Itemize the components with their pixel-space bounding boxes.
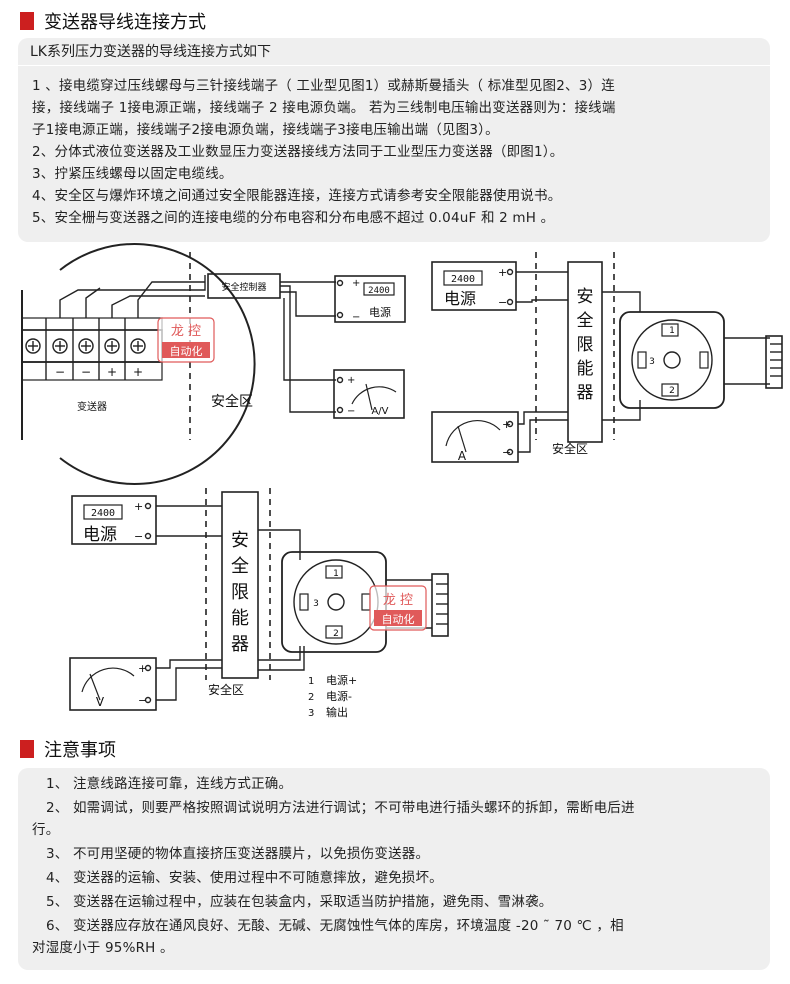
d3-limiter-char-2: 全 [231, 556, 249, 577]
wiring-line-7: 5、安全栅与变送器之间的连接电缆的分布电容和分布电感不超过 0.04uF 和 2… [32, 210, 555, 226]
d3-pin-1: 1 [333, 569, 339, 579]
d1-meter-minus: − [347, 406, 355, 417]
d1-meter-plus: + [347, 375, 355, 386]
d2-limiter-char-2: 全 [577, 311, 594, 331]
meter-box-v [69, 657, 157, 711]
section-title-notes: 注意事项 [20, 736, 116, 762]
d2-pin-2: 2 [669, 386, 675, 396]
wiring-line-6: 4、安全区与爆炸环境之间通过安全限能器连接，连接方式请参考安全限能器使用说书。 [32, 188, 562, 204]
d3-pin-2: 2 [333, 629, 339, 639]
safety-limiter-box-2 [567, 261, 603, 443]
d3-limiter-char-5: 器 [231, 634, 249, 655]
notes-box: 1、 注意线路连接可靠，连线方式正确。 2、 如需调试，则要严格按照调试说明方法… [18, 768, 770, 970]
d3-legend-num-3: 3 [308, 708, 314, 719]
wiring-line-5: 3、拧紧压线螺母以固定电缆线。 [32, 166, 233, 182]
d2-power-plus: + [498, 266, 507, 279]
wiring-note-heading: LK系列压力变送器的导线连接方式如下 [18, 38, 770, 66]
wiring-note-box: LK系列压力变送器的导线连接方式如下 1 、接电缆穿过压线螺母与三针接线端子（ … [18, 38, 770, 242]
power-supply-box [334, 275, 406, 323]
d3-display-readout: 2400 [91, 508, 115, 519]
diagram-1 [21, 243, 406, 485]
d3-safe-zone-label: 安全区 [208, 682, 244, 697]
watermark-1-top: 龙 控 [171, 324, 201, 339]
d2-meter-plus: + [502, 418, 511, 431]
d3-power-plus: + [134, 500, 143, 513]
d1-sign-2: − [81, 365, 91, 379]
d2-safe-zone-label: 安全区 [552, 441, 588, 456]
watermark-2-bottom: 自动化 [382, 612, 415, 626]
hirschmann-connector-2 [619, 311, 725, 409]
section-marker [20, 12, 34, 30]
section-title-text: 变送器导线连接方式 [44, 12, 206, 33]
d2-power-label: 电源 [444, 289, 476, 308]
d3-legend-label-3: 输出 [326, 705, 348, 719]
d3-meter-label: V [96, 695, 105, 709]
note-line-2: 2、 如需调试，则要严格按照调试说明方法进行调试；不可带电进行插头螺环的拆卸，需… [46, 800, 635, 816]
watermark-2-top: 龙 控 [383, 593, 413, 608]
meter-box-av [333, 369, 405, 419]
d2-limiter-char-3: 限 [577, 335, 594, 355]
d2-limiter-char-4: 能 [577, 359, 594, 379]
d2-display-readout: 2400 [451, 274, 475, 285]
d2-limiter-char-1: 安 [577, 287, 594, 307]
d3-legend-num-2: 2 [308, 692, 314, 703]
note-line-6b: 对湿度小于 95%RH 。 [32, 940, 174, 956]
meter-box-a [431, 411, 519, 463]
d2-pin-1: 1 [669, 326, 675, 336]
section-title-text: 注意事项 [44, 740, 116, 761]
wiring-line-1: 1 、接电缆穿过压线螺母与三针接线端子（ 工业型见图1）或赫斯曼插头（ 标准型见… [32, 78, 615, 94]
d1-safe-zone-label: 安全区 [211, 393, 253, 410]
d3-meter-plus: + [138, 662, 147, 675]
note-line-6: 6、 变送器应存放在通风良好、无酸、无碱、无腐蚀性气体的库房，环境温度 -20 … [46, 918, 624, 934]
diagram-2 [431, 252, 783, 463]
d3-limiter-char-1: 安 [231, 530, 249, 551]
watermark-2: 龙 控 自动化 [369, 585, 427, 631]
note-line-3: 3、 不可用坚硬的物体直接挤压变送器膜片，以免损伤变送器。 [46, 846, 430, 862]
d3-power-minus: − [134, 530, 143, 543]
d1-sign-3: + [107, 365, 117, 379]
power-supply-box-3 [71, 495, 157, 545]
d1-display-readout: 2400 [368, 286, 390, 296]
d3-meter-minus: − [138, 694, 147, 707]
d1-power-plus: + [352, 278, 360, 289]
d3-power-label: 电源 [83, 525, 117, 545]
watermark-1: 龙 控 自动化 [157, 317, 215, 363]
transmitter-housing [59, 243, 256, 485]
d3-pin-3: 3 [313, 599, 319, 609]
d1-sign-1: − [55, 365, 65, 379]
note-line-4: 4、 变送器的运输、安装、使用过程中不可随意摔放，避免损坏。 [46, 870, 443, 886]
d1-sign-4: + [133, 365, 143, 379]
section-title-wiring: 变送器导线连接方式 [20, 8, 206, 34]
d2-meter-label: A [458, 449, 467, 463]
note-line-5: 5、 变送器在运输过程中，应装在包装盒内，采取适当防护措施，避免雨、雪淋袭。 [46, 894, 553, 910]
d1-power-label: 电源 [369, 305, 391, 319]
d2-limiter-char-5: 器 [577, 383, 594, 403]
wiring-line-3: 子1接电源正端，接线端子2接电源负端，接线端子3接电压输出端（见图3）。 [32, 122, 499, 138]
d3-legend-num-1: 1 [308, 676, 314, 687]
safety-limiter-box-3 [221, 491, 259, 679]
d1-transmitter-label: 变送器 [77, 400, 107, 413]
d3-limiter-char-3: 限 [231, 582, 249, 603]
note-line-2b: 行。 [32, 822, 60, 838]
note-line-1: 1、 注意线路连接可靠，连线方式正确。 [46, 776, 293, 792]
d3-legend-label-1: 电源+ [326, 673, 357, 687]
d3-limiter-char-4: 能 [231, 608, 249, 629]
d1-controller-label: 安全控制器 [221, 281, 266, 293]
wiring-line-2: 接，接线端子 1接电源正端，接线端子 2 接电源负端。 若为三线制电压输出变送器… [32, 100, 616, 116]
d3-legend-label-2: 电源- [326, 689, 352, 703]
d1-meter-label: A/V [371, 406, 388, 417]
d1-power-minus: − [352, 312, 360, 323]
d2-power-minus: − [498, 296, 507, 309]
wiring-line-4: 2、分体式液位变送器及工业数显压力变送器接线方法同于工业型压力变送器（即图1）。 [32, 144, 564, 160]
section-marker [20, 740, 34, 758]
power-supply-box-2 [431, 261, 517, 311]
d2-pin-3: 3 [649, 357, 655, 367]
watermark-1-bottom: 自动化 [170, 344, 203, 358]
d2-meter-minus: − [502, 446, 511, 459]
